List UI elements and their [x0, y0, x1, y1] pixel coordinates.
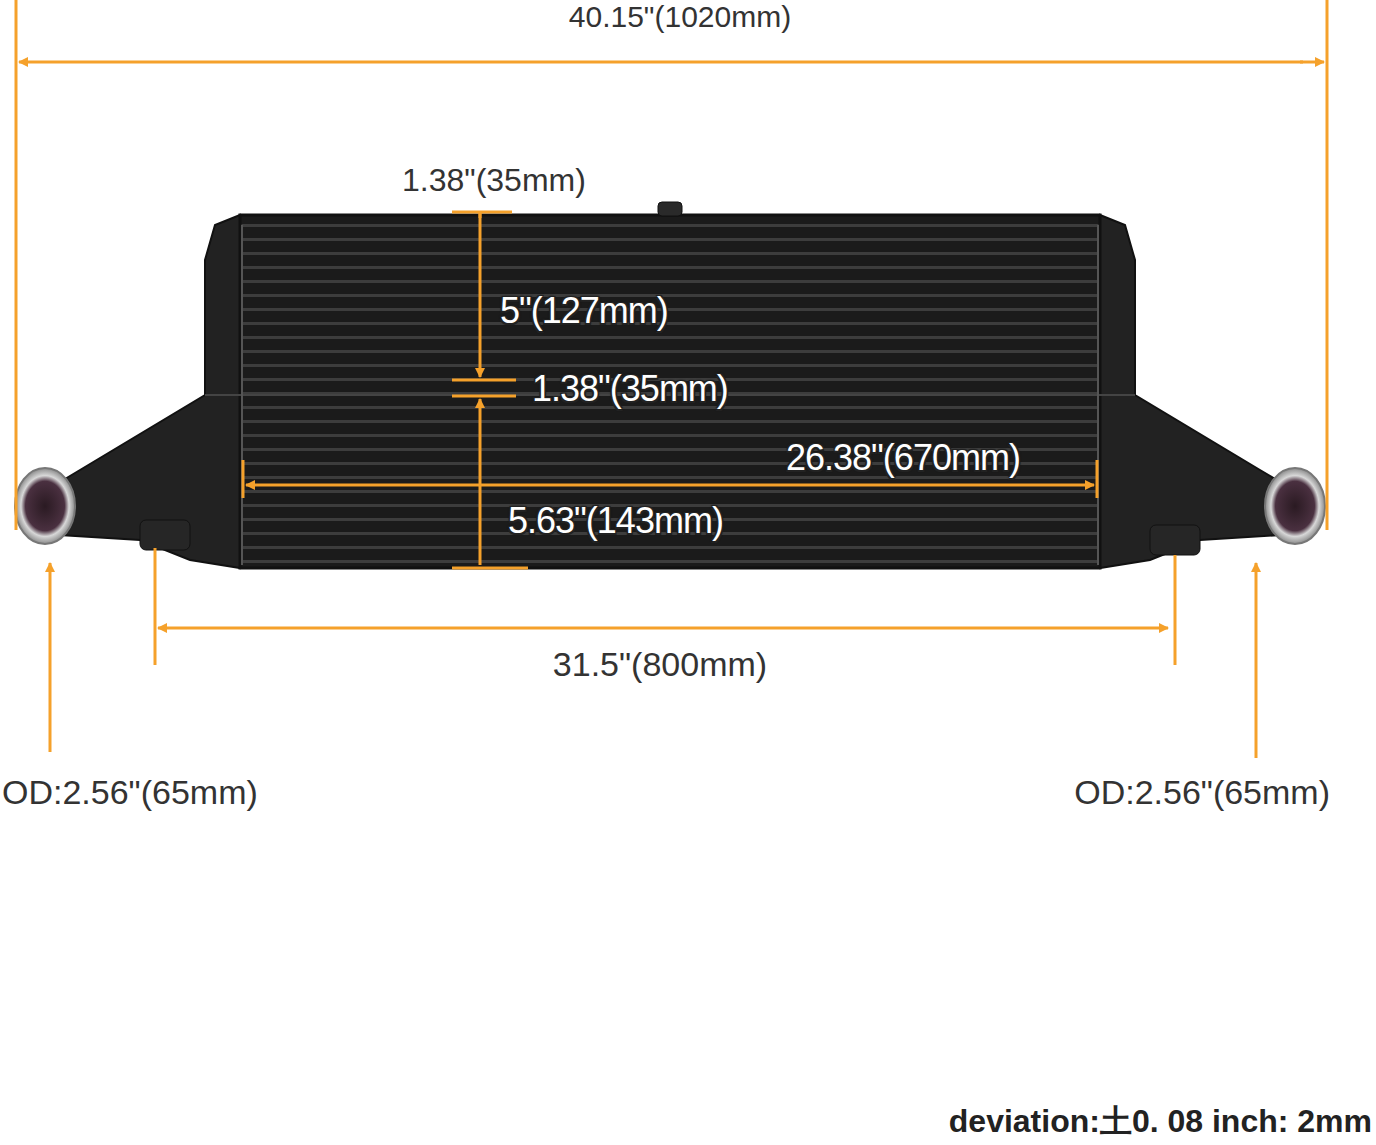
dimension-label: 40.15"(1020mm) [569, 0, 791, 35]
dimension-label: 1.38"(35mm) [532, 368, 728, 409]
dimension-label: deviation:土0. 08 inch: 2mm [949, 1103, 1372, 1140]
dimension-label: OD:2.56"(65mm) [2, 773, 258, 812]
dimension-label: 31.5"(800mm) [553, 645, 767, 684]
dimension-label: 5"(127mm) [500, 290, 668, 331]
dimension-label: 5.63"(143mm) [508, 500, 723, 541]
dimension-label: 26.38"(670mm) [786, 437, 1020, 478]
dimension-label: 1.38"(35mm) [402, 162, 586, 199]
dimension-label: OD:2.56"(65mm) [1074, 773, 1330, 812]
